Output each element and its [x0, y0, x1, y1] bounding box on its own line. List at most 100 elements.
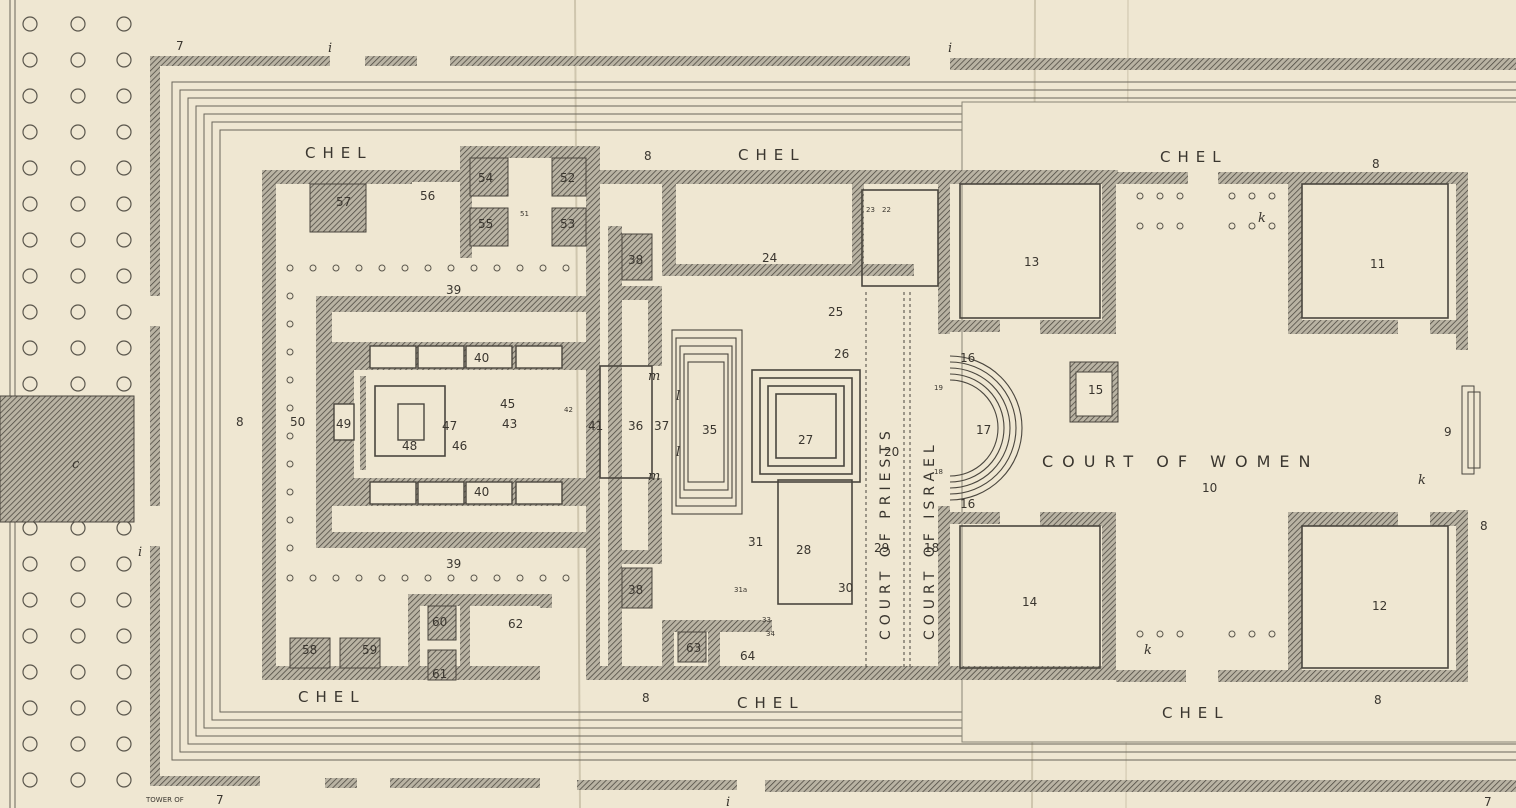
- num-50: 50: [290, 415, 305, 429]
- colonnade-circle: [116, 196, 132, 212]
- pillar-dot: [470, 264, 478, 272]
- outer-dashed-wall: [150, 56, 1516, 792]
- num-22: 22: [882, 206, 891, 214]
- colonnade-circle: [116, 232, 132, 248]
- pillar-dot: [286, 488, 294, 496]
- colonnade-circle: [116, 52, 132, 68]
- colonnade-circle: [70, 700, 86, 716]
- pillar-dot: [286, 460, 294, 468]
- tower-of-label: TOWER OF: [145, 796, 184, 804]
- num-31: 31: [748, 535, 763, 549]
- num-12: 12: [1372, 599, 1387, 613]
- letter-i-3: i: [138, 545, 142, 560]
- colonnade-circle: [116, 268, 132, 284]
- num-40b: 40: [474, 485, 489, 499]
- colonnade-circle: [70, 268, 86, 284]
- chel-label-2: CHEL: [738, 146, 806, 164]
- num-38b: 38: [628, 583, 643, 597]
- cell-blocks: [333, 345, 563, 505]
- num-60: 60: [432, 615, 447, 629]
- colonnade-circle: [70, 664, 86, 680]
- num-51: 51: [520, 210, 529, 218]
- pillar-dot: [1268, 192, 1276, 200]
- num-42: 42: [564, 406, 573, 414]
- stairs-35: [671, 329, 743, 515]
- colonnade-circle: [70, 376, 86, 392]
- chel-label-5: CHEL: [737, 694, 805, 712]
- num-7b: 7: [216, 793, 224, 807]
- pillar-dot: [1136, 192, 1144, 200]
- chel-labels: CHEL CHEL CHEL CHEL CHEL CHEL: [298, 144, 1230, 722]
- colonnade-circle: [70, 592, 86, 608]
- letter-k-1: k: [1258, 211, 1266, 226]
- pillar-dot: [332, 574, 340, 582]
- pillar-dot: [355, 264, 363, 272]
- terrace-steps: [171, 81, 1516, 761]
- colonnade-circle: [22, 376, 38, 392]
- pillar-dot: [1248, 192, 1256, 200]
- colonnade-circle: [22, 160, 38, 176]
- pillar-dot: [493, 574, 501, 582]
- num-18a: 18: [924, 541, 939, 555]
- num-64: 64: [740, 649, 755, 663]
- letter-i-4: i: [726, 795, 730, 808]
- num-36: 36: [628, 419, 643, 433]
- colonnade-circle: [22, 268, 38, 284]
- colonnade-circle: [116, 160, 132, 176]
- pillar-dot: [286, 404, 294, 412]
- colonnade-circle: [116, 592, 132, 608]
- colonnade-circles: [22, 16, 132, 788]
- colonnade-circle: [116, 340, 132, 356]
- num-26: 26: [834, 347, 849, 361]
- colonnade-circle: [22, 196, 38, 212]
- letter-labels: c i i i i k k k l l m m: [72, 41, 1426, 808]
- colonnade-circle: [22, 340, 38, 356]
- chel-label-4: CHEL: [298, 688, 366, 706]
- num-8d: 8: [1480, 519, 1488, 533]
- pillar-dot: [286, 376, 294, 384]
- pillar-dot: [286, 516, 294, 524]
- pillar-dot: [286, 292, 294, 300]
- pillar-dot: [1136, 630, 1144, 638]
- colonnade-circle: [22, 16, 38, 32]
- pillar-dot: [1156, 192, 1164, 200]
- num-29: 29: [874, 541, 889, 555]
- pillar-dot: [309, 264, 317, 272]
- pillar-dot: [447, 264, 455, 272]
- colonnade-circle: [22, 700, 38, 716]
- pillar-dot: [309, 574, 317, 582]
- num-41: 41: [588, 419, 603, 433]
- letter-k-2: k: [1418, 473, 1426, 488]
- num-15: 15: [1088, 383, 1103, 397]
- colonnade-circle: [70, 232, 86, 248]
- num-39a: 39: [446, 283, 461, 297]
- num-14: 14: [1022, 595, 1037, 609]
- num-43: 43: [502, 417, 517, 431]
- chambers: [289, 157, 707, 681]
- tower-block: [0, 395, 135, 523]
- pillar-dot: [401, 264, 409, 272]
- num-16a: 16: [960, 351, 975, 365]
- num-31a: 31a: [734, 586, 747, 594]
- num-24: 24: [762, 251, 777, 265]
- colonnade-circle: [22, 664, 38, 680]
- colonnade-circle: [22, 592, 38, 608]
- pillar-dot: [1268, 222, 1276, 230]
- num-8a: 8: [644, 149, 652, 163]
- pillar-dot: [1176, 192, 1184, 200]
- colonnade-circle: [70, 124, 86, 140]
- num-8f: 8: [1374, 693, 1382, 707]
- court-of-israel-label: COURT OF ISRAEL: [922, 440, 938, 640]
- colonnade-circle: [22, 628, 38, 644]
- colonnade-circle: [70, 556, 86, 572]
- chel-label-6: CHEL: [1162, 704, 1230, 722]
- colonnade-circle: [116, 700, 132, 716]
- colonnade-circle: [22, 772, 38, 788]
- num-34: 34: [766, 630, 775, 638]
- colonnade-circle: [70, 736, 86, 752]
- colonnade-circle: [22, 232, 38, 248]
- pillar-dot: [355, 574, 363, 582]
- pillar-dot: [470, 574, 478, 582]
- pillar-dot: [1268, 630, 1276, 638]
